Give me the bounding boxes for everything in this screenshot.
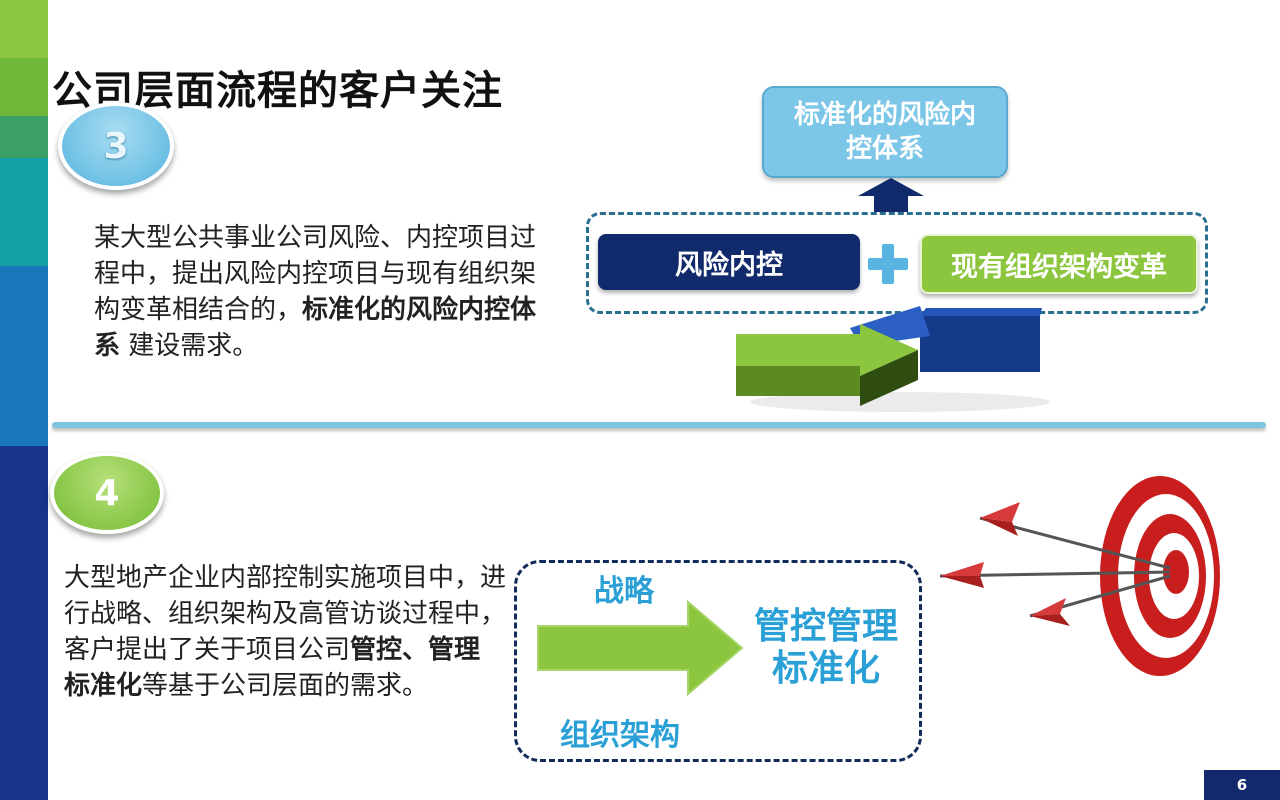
case-3-number: 3	[103, 125, 129, 167]
right-arrow-icon	[537, 600, 744, 696]
risk-control-pill: 风险内控	[598, 234, 860, 290]
case-4-text-plain-1: 大型地产企业内部控制实施项目中，进行战略、组织架构及高管访谈过程中，客户提出了关…	[64, 563, 507, 665]
combination-dashed-frame	[586, 212, 1208, 314]
control-standardization-result: 管控管理标准化	[753, 606, 898, 689]
target-darts-icon	[939, 476, 1220, 676]
sidebar-color-bar	[0, 0, 48, 800]
case-4-badge: 4	[50, 452, 164, 534]
org-restructure-pill: 现有组织架构变革	[920, 234, 1198, 294]
case-4-description: 大型地产企业内部控制实施项目中，进行战略、组织架构及高管访谈过程中，客户提出了关…	[64, 560, 506, 704]
case-3-text-bold: 标准化的风险内控体系	[94, 295, 537, 361]
case-4-text-plain-2: 等基于公司层面的需求。	[142, 671, 429, 701]
management-dashed-frame	[514, 560, 922, 762]
case-4-number: 4	[94, 472, 120, 514]
case-3-description: 某大型公共事业公司风险、内控项目过程中，提出风险内控项目与现有组织架构变革相结合…	[94, 220, 554, 364]
plus-icon	[866, 242, 910, 286]
up-arrow-icon	[858, 178, 924, 212]
org-structure-label: 组织架构	[560, 718, 680, 753]
case-3-text-plain-2: 建设需求。	[120, 331, 259, 361]
case-3-text-plain-1: 某大型公共事业公司风险、内控项目过程中，提出风险内控项目与现有组织架构变革相结合…	[94, 223, 537, 325]
case-3-badge: 3	[58, 102, 174, 190]
case-4-text-bold: 管控、管理标准化	[64, 635, 481, 701]
section-divider	[52, 422, 1266, 428]
merging-arrows-illustration	[736, 306, 1050, 412]
strategy-label: 战略	[594, 574, 654, 609]
page-number: 6	[1204, 770, 1280, 800]
standardized-risk-control-box: 标准化的风险内控体系	[762, 86, 1008, 178]
